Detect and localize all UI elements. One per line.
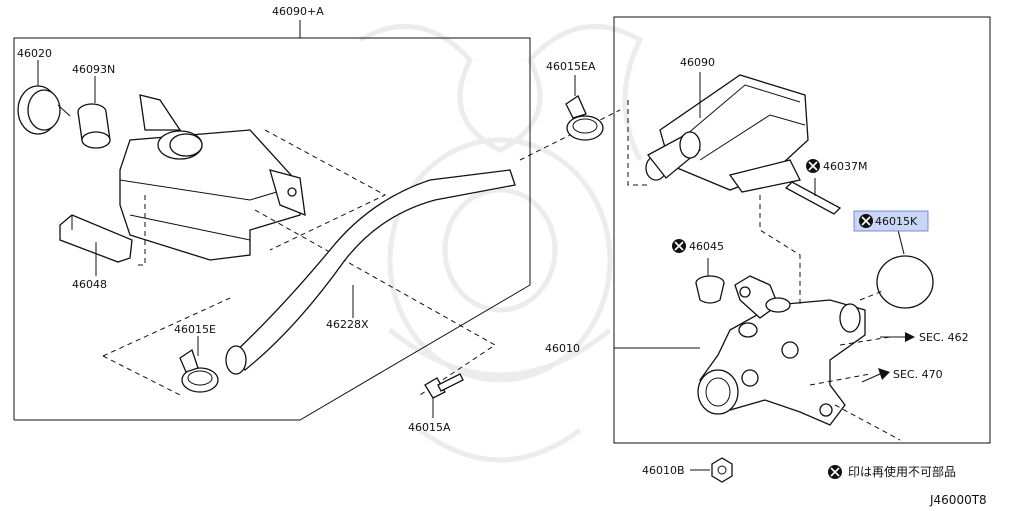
label-bolt-a: 46015A	[408, 421, 451, 434]
label-grommet: 46045	[689, 240, 724, 253]
label-pin: 46037M	[823, 160, 867, 173]
non-reusable-mark-pin	[806, 159, 820, 173]
pin[interactable]	[784, 178, 842, 215]
label-hose: 46228X	[326, 318, 369, 331]
reservoir-right[interactable]	[645, 72, 809, 193]
oring[interactable]	[876, 229, 934, 309]
clamp-e[interactable]	[179, 336, 219, 393]
level-sensor[interactable]	[59, 214, 133, 276]
master-cylinder[interactable]	[614, 275, 866, 426]
label-sec462: SEC. 462	[919, 331, 969, 344]
label-assy-left: 46090+A	[272, 5, 324, 18]
clamp-ea[interactable]	[565, 75, 604, 141]
non-reusable-mark-grommet	[672, 239, 686, 253]
label-strainer: 46093N	[72, 63, 115, 76]
diagram-id: J46000T8	[929, 493, 987, 507]
left-assembly-frame: 46090+A	[13, 5, 531, 421]
strainer[interactable]	[77, 76, 111, 149]
x-circle-icon	[828, 465, 842, 479]
label-sensor: 46048	[72, 278, 107, 291]
bolt-a[interactable]	[424, 373, 464, 418]
right-dashed-guides	[627, 100, 901, 441]
watermark-emblem	[358, 23, 644, 463]
label-reservoir: 46090	[680, 56, 715, 69]
label-oring: 46015K	[875, 215, 918, 228]
sec-470-arrow	[861, 368, 890, 383]
reservoir-tank[interactable]	[119, 94, 306, 261]
grommet[interactable]	[695, 258, 725, 304]
label-clamp-ea: 46015EA	[546, 60, 596, 73]
right-assembly-frame	[613, 16, 991, 444]
sec-462-arrow	[880, 332, 915, 342]
nut-b[interactable]	[690, 457, 733, 483]
hose[interactable]	[225, 169, 516, 375]
reservoir-cap[interactable]	[17, 60, 71, 135]
label-cylinder: 46010	[545, 342, 580, 355]
label-sec470: SEC. 470	[893, 368, 943, 381]
oring-label-highlight	[853, 210, 929, 232]
label-nut-b: 46010B	[642, 464, 685, 477]
legend-text: 印は再使用不可部品	[848, 464, 956, 479]
label-clamp-e: 46015E	[174, 323, 216, 336]
label-cap: 46020	[17, 47, 52, 60]
